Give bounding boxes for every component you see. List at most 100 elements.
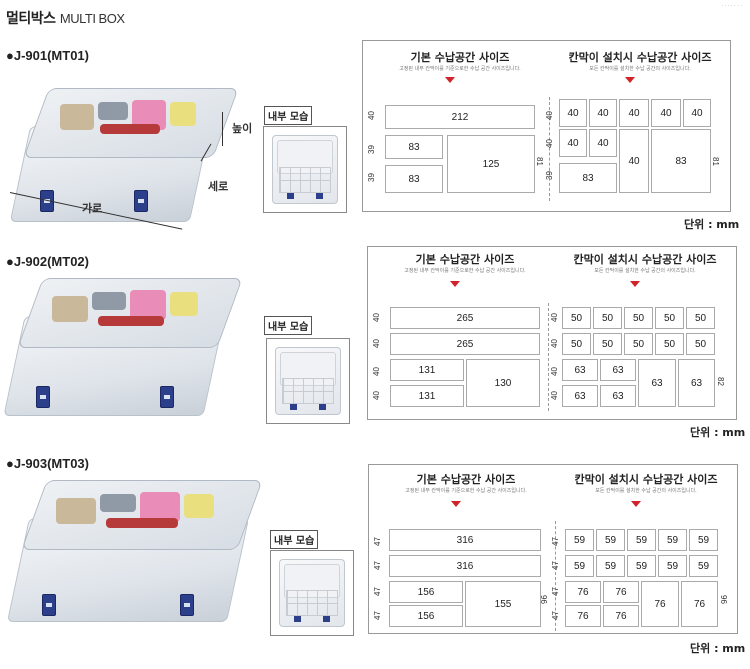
storage-cell: 59 xyxy=(689,529,718,551)
inner-view-label: 내부 모습 xyxy=(264,316,313,335)
model-name: ●J-901(MT01) xyxy=(6,48,89,63)
inner-view-label: 내부 모습 xyxy=(264,106,313,125)
row-height-label: 47 xyxy=(550,611,560,620)
page-title-english: MULTI BOX xyxy=(59,11,125,26)
arrow-down-icon xyxy=(445,77,455,83)
basic-storage-desc: 고정된 내부 칸막이를 기준으로한 수납 공간 사이즈입니다. xyxy=(404,268,526,274)
inner-view-label: 내부 모습 xyxy=(270,530,319,549)
product-section-j903: ●J-903(MT03) 내부 모습 기본 수납공간 사이즈 고정된 내부 칸막… xyxy=(0,456,750,668)
row-height-label: 47 xyxy=(372,611,382,620)
storage-cell: 59 xyxy=(658,529,687,551)
storage-cell: 40 xyxy=(619,129,649,193)
size-diagram-panel: 기본 수납공간 사이즈 고정된 내부 칸막이를 기준으로한 수납 공간 사이즈입… xyxy=(368,464,738,634)
latch-right-icon xyxy=(160,386,174,408)
basic-storage-desc: 고정된 내부 칸막이를 기준으로한 수납 공간 사이즈입니다. xyxy=(399,66,521,72)
divider-storage-desc: 모든 칸막이를 설치한 수납 공간의 사이즈입니다. xyxy=(589,66,691,72)
storage-cell: 40 xyxy=(589,129,617,157)
lid-contents xyxy=(48,288,198,334)
row-height-label: 47 xyxy=(372,561,382,570)
storage-cell: 83 xyxy=(385,135,443,159)
storage-cell: 50 xyxy=(562,307,591,329)
latch-left-icon xyxy=(36,386,50,408)
storage-cell: 50 xyxy=(593,333,622,355)
row-height-label: 40 xyxy=(544,111,554,120)
row-height-label: 40 xyxy=(549,313,559,322)
lid-contents xyxy=(52,490,222,536)
size-diagram-panel: 기본 수납공간 사이즈 고정된 내부 칸막이를 기준으로한 수납 공간 사이즈입… xyxy=(362,40,731,212)
latch-right-icon xyxy=(134,190,148,212)
storage-cell: 265 xyxy=(390,307,540,329)
panel-divider xyxy=(548,303,549,411)
storage-cell: 76 xyxy=(565,605,601,627)
row-height-label: 47 xyxy=(550,587,560,596)
storage-cell: 40 xyxy=(589,99,617,127)
storage-cell: 59 xyxy=(565,555,594,577)
row-height-label: 39 xyxy=(366,145,376,154)
basic-storage-title: 기본 수납공간 사이즈 xyxy=(415,253,515,266)
product-photo xyxy=(3,276,243,426)
storage-cell: 50 xyxy=(562,333,591,355)
storage-cell: 50 xyxy=(624,307,653,329)
storage-cell: 40 xyxy=(559,99,587,127)
storage-cell: 83 xyxy=(651,129,711,193)
storage-cell: 40 xyxy=(619,99,649,127)
arrow-down-icon xyxy=(631,501,641,507)
storage-cell: 50 xyxy=(655,333,684,355)
row-height-label: 40 xyxy=(544,139,554,148)
divider-storage-desc: 모든 칸막이를 설치한 수납 공간의 사이즈입니다. xyxy=(594,268,696,274)
storage-cell: 125 xyxy=(447,135,535,193)
depth-label: 세로 xyxy=(208,180,229,193)
divider-storage-title: 칸막이 설치시 수납공간 사이즈 xyxy=(574,473,718,486)
storage-cell: 63 xyxy=(600,359,636,381)
inner-view-photo xyxy=(266,338,350,424)
row-height-label: 40 xyxy=(371,339,381,348)
storage-cell: 156 xyxy=(389,581,463,603)
row-height-label: 47 xyxy=(372,537,382,546)
storage-cell: 50 xyxy=(686,307,715,329)
storage-cell: 40 xyxy=(651,99,681,127)
storage-cell: 63 xyxy=(678,359,715,407)
basic-storage-title: 기본 수납공간 사이즈 xyxy=(410,51,510,64)
product-section-j901: ●J-901(MT01) 높이 세로 가로 내부 모습 기본 수납공간 사이즈 … xyxy=(0,40,750,260)
basic-storage-desc: 고정된 내부 칸막이를 기준으로한 수납 공간 사이즈입니다. xyxy=(405,488,527,494)
row-height-label: 40 xyxy=(366,111,376,120)
storage-cell: 76 xyxy=(603,605,639,627)
basic-storage-title: 기본 수납공간 사이즈 xyxy=(416,473,516,486)
row-height-label: 40 xyxy=(371,391,381,400)
page-title-korean: 멀티박스 xyxy=(6,11,56,27)
total-height-label: 96 xyxy=(538,595,548,604)
storage-cell: 59 xyxy=(658,555,687,577)
storage-cell: 212 xyxy=(385,105,535,129)
product-photo xyxy=(6,478,263,628)
row-height-label: 47 xyxy=(550,561,560,570)
unit-label: 단위 : mm xyxy=(690,426,746,439)
divider-storage-title: 칸막이 설치시 수납공간 사이즈 xyxy=(568,51,712,64)
divider-storage-title: 칸막이 설치시 수납공간 사이즈 xyxy=(573,253,717,266)
total-height-label: 81 xyxy=(534,157,544,166)
storage-cell: 63 xyxy=(562,385,598,407)
storage-cell: 76 xyxy=(641,581,679,627)
storage-cell: 131 xyxy=(390,385,464,407)
storage-cell: 83 xyxy=(559,163,617,193)
row-height-label: 40 xyxy=(371,313,381,322)
storage-cell: 40 xyxy=(683,99,711,127)
row-height-label: 40 xyxy=(549,339,559,348)
total-height-label: 82 xyxy=(715,377,725,386)
product-section-j902: ●J-902(MT02) 내부 모습 기본 수납공간 사이즈 고정된 내부 칸막… xyxy=(0,246,750,466)
storage-cell: 130 xyxy=(466,359,540,407)
storage-cell: 83 xyxy=(385,165,443,193)
arrow-down-icon xyxy=(630,281,640,287)
arrow-down-icon xyxy=(625,77,635,83)
size-diagram-panel: 기본 수납공간 사이즈 고정된 내부 칸막이를 기준으로한 수납 공간 사이즈입… xyxy=(367,246,737,420)
storage-cell: 316 xyxy=(389,555,541,577)
row-height-label: 39 xyxy=(544,171,554,180)
total-height-label: 81 xyxy=(710,157,720,166)
lid-contents xyxy=(54,98,204,144)
storage-cell: 59 xyxy=(596,555,625,577)
storage-cell: 59 xyxy=(627,555,656,577)
storage-cell: 63 xyxy=(638,359,676,407)
row-height-label: 39 xyxy=(366,173,376,182)
storage-cell: 59 xyxy=(565,529,594,551)
panel-divider xyxy=(555,521,556,631)
height-dimension-line xyxy=(222,112,223,146)
